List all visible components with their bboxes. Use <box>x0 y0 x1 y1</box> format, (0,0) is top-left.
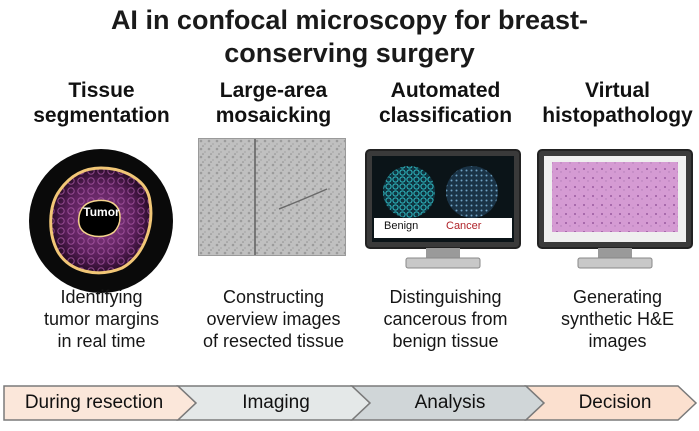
workflow-arrows: During resection Imaging Analysis Decisi… <box>0 380 699 426</box>
tumor-margin-icon <box>26 146 176 296</box>
column-description: Constructing overview images of resected… <box>202 287 345 351</box>
column-description: Generating synthetic H&E images <box>560 287 675 351</box>
column-virtual-histopathology: Virtual histopathology Generating synthe… <box>530 78 699 351</box>
workflow-arrow-decision <box>524 385 698 421</box>
mosaic-icon <box>198 138 346 256</box>
column-heading: Tissue segmentation <box>33 79 170 127</box>
column-heading: Automated classification <box>378 79 513 127</box>
tumor-label: Tumor <box>83 205 120 219</box>
benign-label: Benign <box>384 220 419 232</box>
workflow-step-label: Decision <box>578 392 652 413</box>
column-automated-classification: Automated classification Benign Cancer <box>358 78 533 351</box>
cancer-label: Cancer <box>446 220 482 232</box>
classification-monitor-icon: Benign Cancer <box>364 148 522 273</box>
column-tissue-segmentation: Tissue segmentation Tumor Identifying tu… <box>14 78 189 351</box>
he-monitor-icon <box>536 148 694 273</box>
workflow-step-label: During resection <box>24 392 164 413</box>
column-description: Distinguishing cancerous from benign tis… <box>383 287 508 351</box>
workflow-step-label: Analysis <box>414 392 486 413</box>
column-heading: Large-area mosaicking <box>215 79 332 127</box>
page-title: AI in confocal microscopy for breast- co… <box>110 5 589 68</box>
column-large-area-mosaicking: Large-area mosaicking Constructing overv… <box>186 78 361 351</box>
column-description: Identifying tumor margins in real time <box>43 287 160 351</box>
column-heading: Virtual histopathology <box>542 79 693 127</box>
workflow-step-label: Imaging <box>242 392 310 413</box>
